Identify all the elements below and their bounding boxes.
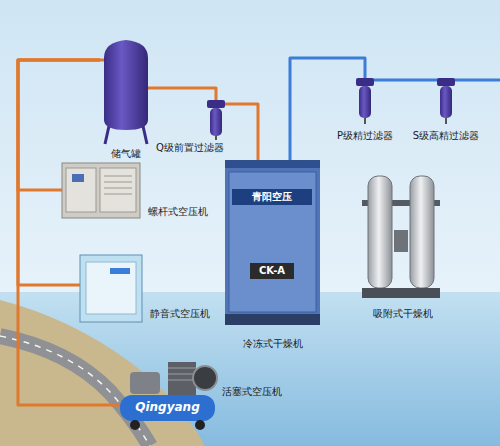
air-pipe [230, 104, 258, 155]
equipment-node: 吸附式干燥机 [356, 168, 450, 320]
refrigerated-dryer [225, 155, 320, 325]
equipment-label: 冷冻式干燥机 [243, 338, 303, 350]
screw-compressor [60, 163, 140, 218]
air-pipe [18, 60, 100, 285]
machine-label: CK-A [250, 265, 294, 277]
equipment-label: 吸附式干燥机 [373, 308, 433, 320]
machine-label: Qingyang [120, 400, 215, 414]
air-pipe [18, 60, 100, 190]
air-pipe [152, 88, 216, 96]
equipment-node: 储气罐 [100, 36, 152, 160]
equipment-node: Q级前置过滤器 [150, 96, 230, 154]
equipment-node: 冷冻式干燥机 [222, 155, 324, 350]
p-filter [356, 74, 400, 124]
silent-compressor [78, 255, 142, 322]
equipment-label: P级精过滤器 [337, 130, 393, 142]
equipment-node: 螺杆式空压机 [60, 160, 215, 222]
air-tank [100, 40, 152, 144]
sea [0, 292, 500, 446]
equipment-node: 静音式空压机 [78, 252, 218, 324]
equipment-node: 活塞式空压机 [112, 356, 294, 432]
equipment-label: 静音式空压机 [150, 308, 210, 320]
machine-label: 青阳空压 [232, 191, 312, 203]
q-filter [207, 96, 230, 140]
equipment-label: Q级前置过滤器 [156, 142, 224, 154]
equipment-label: 储气罐 [111, 148, 141, 160]
air-pipe [18, 60, 112, 405]
equipment-node: P级精过滤器 [330, 74, 400, 142]
equipment-label: S级高精过滤器 [413, 130, 479, 142]
piston-compressor [112, 362, 217, 430]
adsorption-dryer [362, 176, 440, 298]
equipment-node: S级高精过滤器 [408, 74, 484, 142]
road-line [0, 336, 150, 446]
s-filter [408, 78, 500, 124]
equipment-label: 螺杆式空压机 [148, 206, 208, 218]
air-pipe [400, 79, 408, 82]
equipment-label: 活塞式空压机 [222, 386, 282, 398]
road [0, 336, 150, 446]
